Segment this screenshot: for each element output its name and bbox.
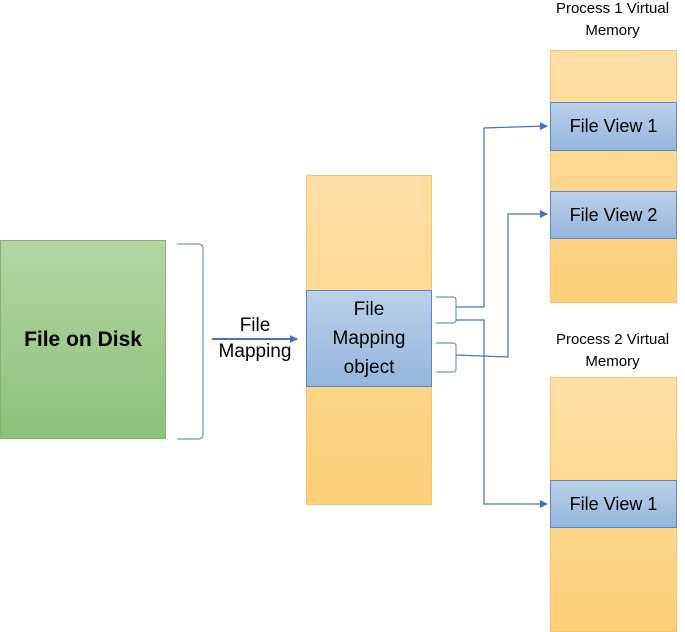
process2-file-view-1-label: File View 1: [569, 493, 658, 514]
file-mapping-object: File Mapping object: [306, 290, 432, 387]
disk-bracket: [177, 243, 204, 440]
process2-file-view-1: File View 1: [550, 480, 677, 528]
file-mapping-label: File Mapping: [218, 315, 292, 362]
process1-file-view-2-label: File View 2: [569, 204, 658, 225]
view1-bracket: [436, 296, 457, 324]
file-on-disk-label: File on Disk: [24, 327, 142, 351]
process2-title: Process 2 Virtual Memory: [555, 331, 670, 370]
connector-to-p1-view1: [456, 122, 548, 308]
process1-title: Process 1 Virtual Memory: [555, 0, 670, 39]
file-mapping-object-label: File Mapping object: [332, 299, 406, 378]
process1-file-view-2: File View 2: [550, 191, 677, 239]
process1-memory-column: [550, 50, 677, 303]
process1-file-view-1-label: File View 1: [569, 116, 658, 136]
connector-to-p1-view2: [455, 210, 548, 358]
file-on-disk-box: File on Disk: [0, 240, 166, 439]
connector-to-p2-view1: [456, 319, 548, 508]
process1-file-view-1: File View 1: [550, 102, 677, 151]
view2-bracket: [436, 342, 457, 373]
